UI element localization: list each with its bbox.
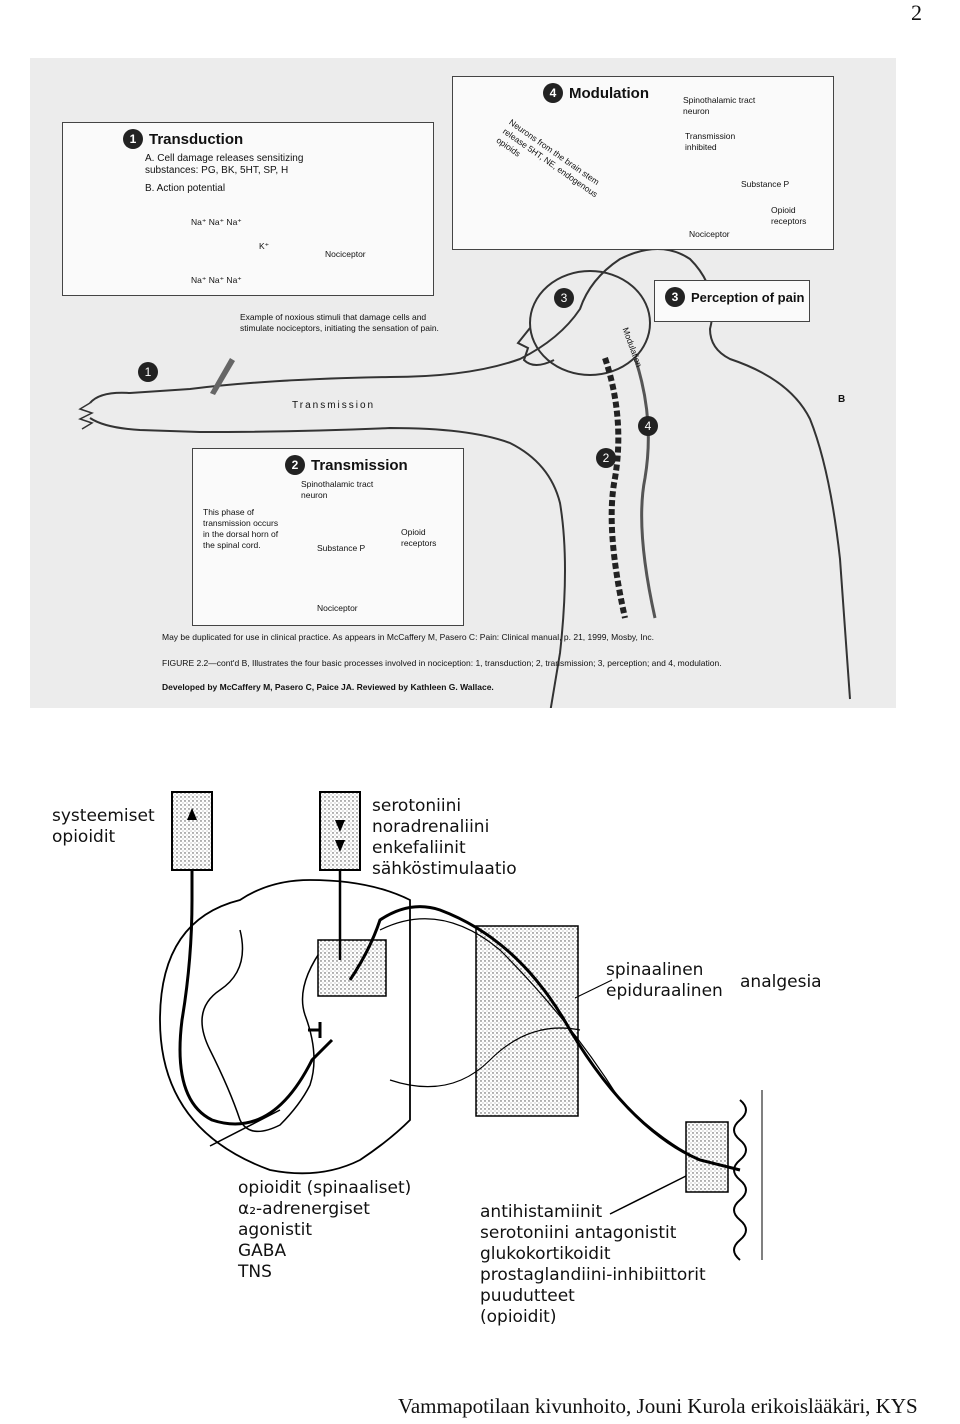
peripheral-drug-item: antihistamiinit <box>480 1202 603 1222</box>
peripheral-drug-item: serotoniini antagonistit <box>480 1223 677 1243</box>
nociception-figure-scan: 1 Transduction A. Cell damage releases s… <box>30 58 896 708</box>
transduction-panel: 1 Transduction A. Cell damage releases s… <box>62 122 434 296</box>
peripheral-drug-item: puudutteet <box>480 1286 575 1306</box>
descending-item: enkefaliinit <box>372 838 466 858</box>
spinothalamic-label: Spinothalamic tract neuron <box>683 95 756 116</box>
perception-panel: 3 Perception of pain <box>654 280 810 322</box>
nociceptor-label: Nociceptor <box>689 229 730 239</box>
transduction-title: Transduction <box>149 130 244 148</box>
descending-item: serotoniini <box>372 796 462 816</box>
marker-transduction: 1 <box>138 362 158 382</box>
marker-perception: 3 <box>554 288 574 308</box>
substance-p-label: Substance P <box>317 543 366 553</box>
opioid-receptors-label: Opioid receptors <box>771 205 807 226</box>
transmission-panel: 2 Transmission Spinothalamic tract neuro… <box>192 448 464 626</box>
spinal-epidural-label: spinaalinen epiduraalinen <box>606 960 723 1002</box>
spinal-drug-item: α₂-adrenergiset <box>238 1199 370 1219</box>
descending-modulators-list: serotoniini noradrenaliini enkefaliinit … <box>372 796 517 880</box>
route-item: spinaalinen <box>606 960 704 980</box>
transduction-line-b: B. Action potential <box>145 183 226 194</box>
systemic-line-2: opioidit <box>52 827 116 847</box>
marker-transmission: 2 <box>596 448 616 468</box>
transduction-line-a: A. Cell damage releases sensitizing subs… <box>145 153 304 176</box>
spinal-drug-item: agonistit <box>238 1220 313 1240</box>
peripheral-drug-item: glukokortikoidit <box>480 1244 611 1264</box>
route-item: epiduraalinen <box>606 981 723 1001</box>
marker-modulation: 4 <box>638 416 658 436</box>
developed-by: Developed by McCaffery M, Pasero C, Paic… <box>162 682 494 692</box>
transmission-arm-label: Transmission <box>292 400 376 411</box>
spinal-cord-drawing <box>159 791 763 1261</box>
noxious-stimuli-note: Example of noxious stimuli that damage c… <box>240 312 439 333</box>
spinal-drug-item: GABA <box>238 1241 287 1261</box>
transmission-title: Transmission <box>311 456 408 474</box>
descending-item: sähköstimulaatio <box>372 859 517 879</box>
page-number: 2 <box>911 0 922 25</box>
spinal-drug-item: opioidit (spinaaliset) <box>238 1178 412 1198</box>
modulation-panel: 4 Modulation Neurons from the brain stem… <box>452 76 834 250</box>
nociceptor-label: Nociceptor <box>325 249 366 259</box>
modulation-title: Modulation <box>569 84 649 102</box>
systemic-line-1: systeemiset <box>52 806 155 826</box>
ions-top-label: Na⁺ Na⁺ Na⁺ <box>191 217 242 227</box>
opioid-receptors-label: Opioid receptors <box>401 527 437 548</box>
credit-line: May be duplicated for use in clinical pr… <box>162 632 654 642</box>
nociceptor-label: Nociceptor <box>317 603 358 613</box>
dorsal-horn-note: This phase of transmission occurs in the… <box>203 507 279 550</box>
potassium-label: K⁺ <box>259 241 270 251</box>
perception-title: Perception of pain <box>691 289 805 305</box>
spinal-drug-item: TNS <box>238 1262 272 1282</box>
step-badge: 1 <box>123 129 143 149</box>
step-badge: 2 <box>285 455 305 475</box>
spinal-drugs-list: opioidit (spinaaliset) α₂-adrenergiset a… <box>238 1178 411 1283</box>
transmission-inhibited-label: Transmission inhibited <box>685 131 736 152</box>
spinal-analgesia-diagram: systeemiset opioidit serotoniini noradre… <box>40 780 920 1340</box>
peripheral-drug-item: prostaglandiini-inhibiittorit <box>480 1265 706 1285</box>
figure-part-letter: B <box>838 394 846 405</box>
brainstem-neurons-note: Neurons from the brain stem release 5HT,… <box>494 117 602 200</box>
peripheral-drugs-list: antihistamiinit serotoniini antagonistit… <box>480 1202 706 1328</box>
ions-bottom-label: Na⁺ Na⁺ Na⁺ <box>191 275 242 285</box>
footer-text: Vammapotilaan kivunhoito, Jouni Kurola e… <box>398 1394 918 1418</box>
systemic-opioids-label: systeemiset opioidit <box>52 806 155 848</box>
step-badge: 4 <box>543 83 563 103</box>
analgesia-label: analgesia <box>740 972 822 992</box>
peripheral-drug-item: (opioidit) <box>480 1307 557 1327</box>
figure-caption: FIGURE 2.2—cont'd B, Illustrates the fou… <box>162 658 722 668</box>
step-badge: 3 <box>665 287 685 307</box>
descending-item: noradrenaliini <box>372 817 490 837</box>
spinothalamic-label: Spinothalamic tract neuron <box>301 479 374 500</box>
substance-p-label: Substance P <box>741 179 790 189</box>
